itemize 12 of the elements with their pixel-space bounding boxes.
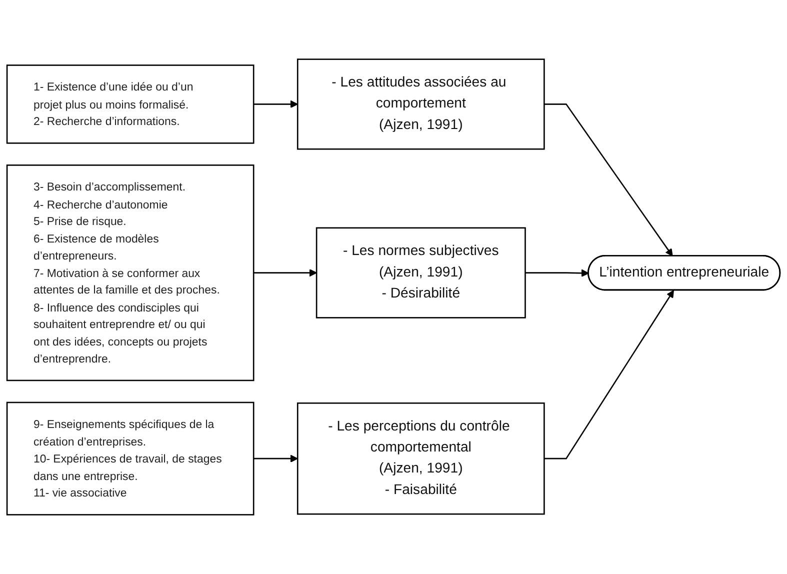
node-box: - Les perceptions du contrôle comportemental (Ajzen, 1991) - Faisabilité bbox=[296, 402, 545, 515]
node-box: 1- Existence d’une idée ou d’un projet plus ou moins formalisé. 2- Recherche d’informations. bbox=[6, 64, 254, 144]
node-box: 9- Enseignements spécifiques de la création d’entreprises. 10- Expériences de travail, de stages dans une entreprise. 11- vie associative bbox=[6, 402, 254, 516]
arrow bbox=[544, 290, 674, 460]
arrow bbox=[254, 100, 298, 108]
node-box: - Les attitudes associées au comportement (Ajzen, 1991) bbox=[296, 58, 545, 150]
arrow bbox=[254, 454, 298, 462]
arrow bbox=[544, 104, 673, 256]
arrow bbox=[254, 268, 317, 277]
node-box: - Les normes subjectives (Ajzen, 1991) - Désirabilité bbox=[316, 227, 526, 318]
node-box: 3- Besoin d’accomplissement. 4- Recherche d’autonomie 5- Prise de risque. 6- Existence de modèles d’entrepreneurs. 7- Motivation à se conformer aux attentes de la famille et des proches. 8- Influence des condisciples qui souhaitent entreprendre et/ ou qui ont des idées, concepts ou projets d’entreprendre. bbox=[6, 164, 254, 382]
arrow bbox=[525, 269, 589, 277]
